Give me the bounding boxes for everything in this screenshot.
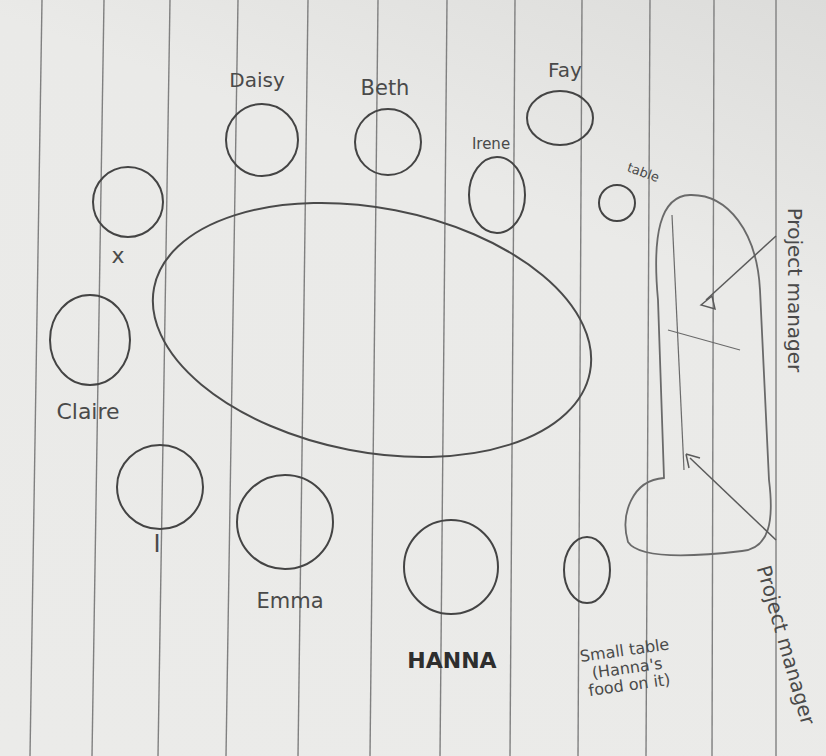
seat-name: Daisy [229, 69, 284, 91]
role-note: Project manager [753, 563, 820, 727]
seat-name: Irene [472, 136, 510, 153]
chair-circle: Claire [48, 293, 132, 387]
seat-name: x [111, 244, 124, 268]
seat-name: table [625, 161, 661, 186]
seat-name: Fay [548, 59, 582, 81]
chair-circle: table [597, 183, 637, 223]
circle-outline [467, 155, 527, 235]
seat-name: Small table (Hanna's food on it) [574, 635, 680, 701]
chair-circle: Small table (Hanna's food on it) [562, 535, 612, 605]
circle-outline [402, 518, 500, 616]
seat-name: Emma [256, 590, 323, 613]
seat-name: HANNA [407, 649, 496, 673]
seat-name: Claire [56, 400, 119, 424]
circle-outline [525, 89, 595, 147]
circle-outline [91, 165, 165, 239]
chair-circle: Daisy [224, 102, 300, 178]
chair-circle: I [115, 443, 205, 531]
role-note: Project manager [784, 208, 806, 373]
circle-outline [353, 107, 423, 177]
project-manager-seat [626, 195, 771, 555]
circle-outline [224, 102, 300, 178]
circle-outline [115, 443, 205, 531]
chair-circle: HANNA [402, 518, 500, 616]
leader-arrows [686, 236, 776, 540]
chair-circle: Fay [525, 89, 595, 147]
circle-outline [48, 293, 132, 387]
seat-name: I [153, 531, 160, 557]
chair-circle: Beth [353, 107, 423, 177]
chair-circle: Emma [235, 473, 335, 571]
ruled-lines [30, 0, 776, 756]
circle-outline [597, 183, 637, 223]
circle-outline [235, 473, 335, 571]
chair-circle: x [91, 165, 165, 239]
seat-name: Beth [361, 77, 410, 100]
chair-circle: Irene [467, 155, 527, 235]
meeting-table [131, 168, 613, 492]
circle-outline [562, 535, 612, 605]
